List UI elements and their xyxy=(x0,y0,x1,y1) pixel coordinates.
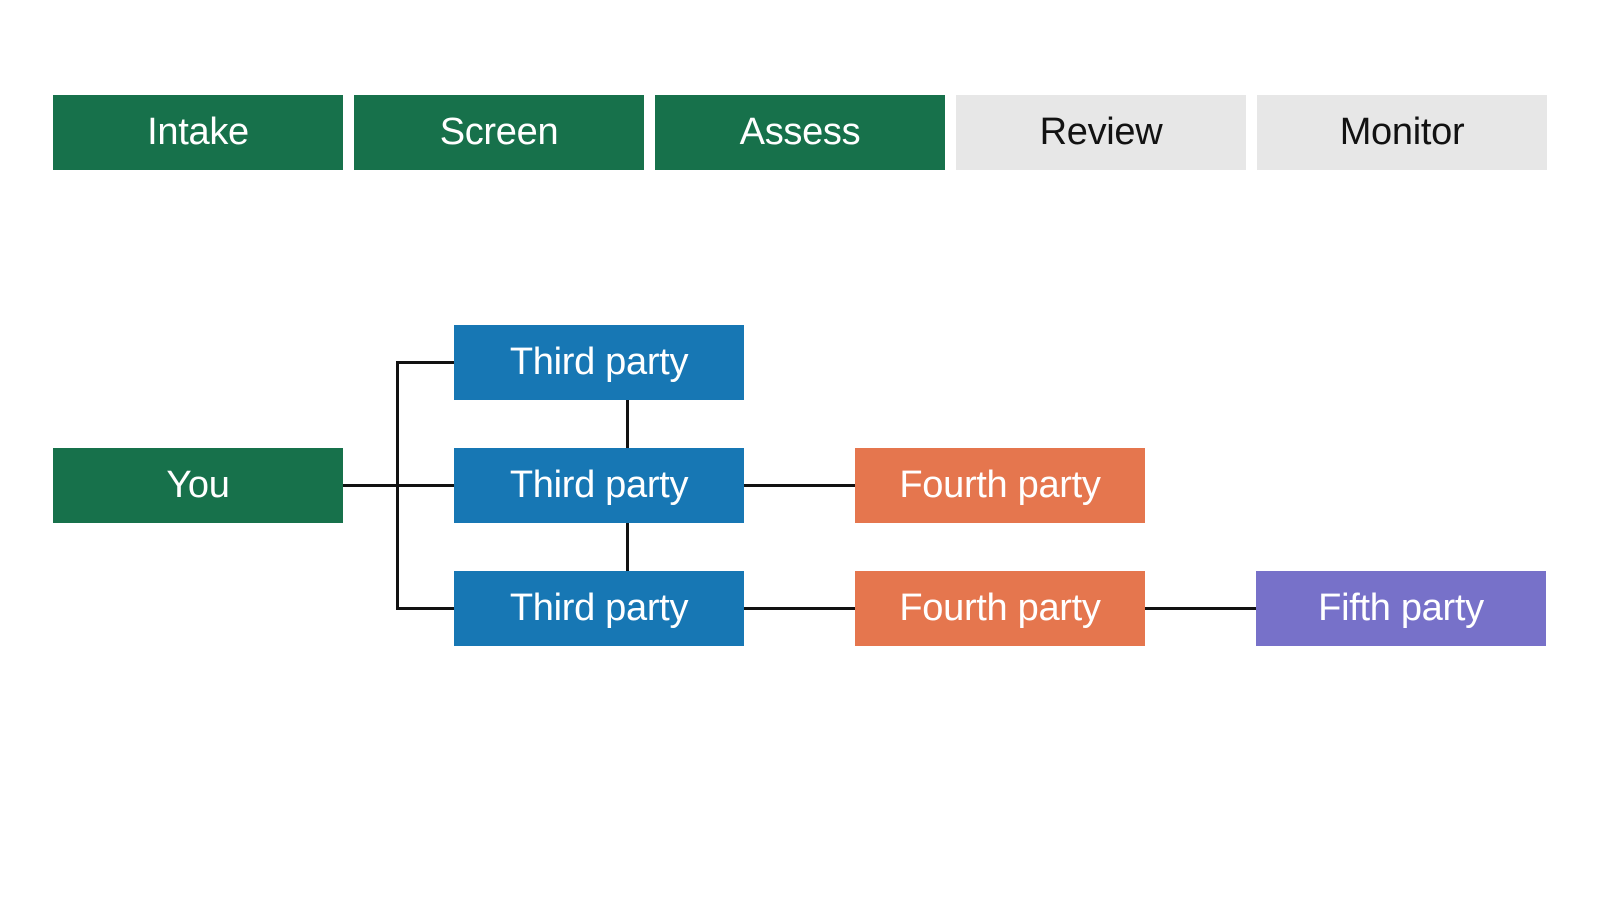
connector-third3-to-fourth2 xyxy=(744,607,855,610)
connector-fourth2-to-fifth xyxy=(1145,607,1256,610)
node-third-party-2: Third party xyxy=(454,448,744,523)
node-fourth-party-1: Fourth party xyxy=(855,448,1145,523)
connector-third2-to-fourth1 xyxy=(744,484,855,487)
node-third-party-3: Third party xyxy=(454,571,744,646)
node-you: You xyxy=(53,448,343,523)
connector-third1-to-third2 xyxy=(626,400,629,449)
stage-assess[interactable]: Assess xyxy=(655,95,945,170)
connector-trunk-to-third3 xyxy=(396,607,454,610)
stage-screen[interactable]: Screen xyxy=(354,95,644,170)
connector-trunk-vertical xyxy=(396,361,399,610)
lifecycle-stepper: Intake Screen Assess Review Monitor xyxy=(53,95,1547,170)
stage-monitor[interactable]: Monitor xyxy=(1257,95,1547,170)
node-fourth-party-2: Fourth party xyxy=(855,571,1145,646)
node-fifth-party: Fifth party xyxy=(1256,571,1546,646)
connector-third2-to-third3 xyxy=(626,522,629,572)
stage-intake[interactable]: Intake xyxy=(53,95,343,170)
connector-trunk-to-third1 xyxy=(396,361,454,364)
node-third-party-1: Third party xyxy=(454,325,744,400)
stage-review[interactable]: Review xyxy=(956,95,1246,170)
